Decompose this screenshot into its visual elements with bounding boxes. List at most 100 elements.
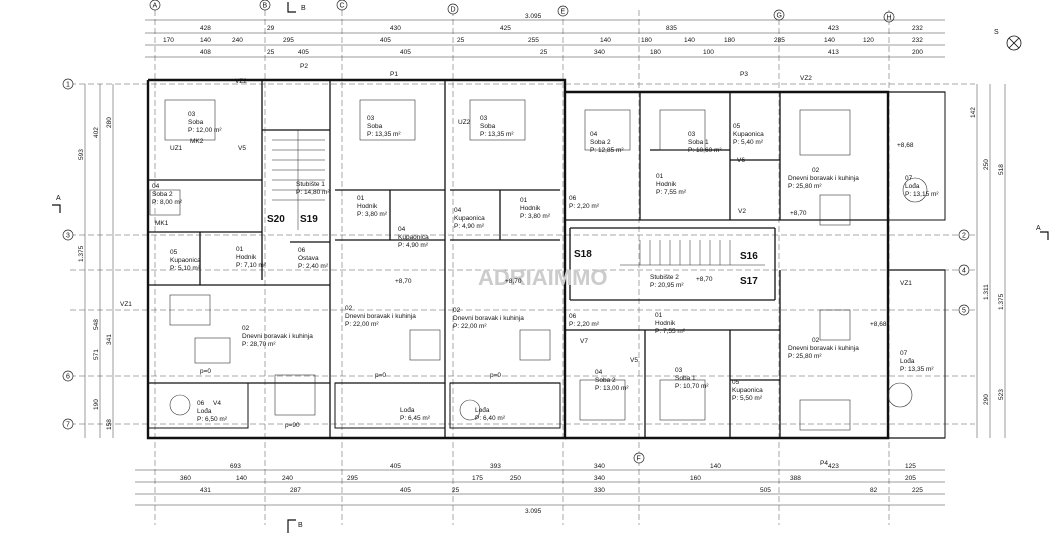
level-c: +8,70 xyxy=(395,278,412,285)
tag-vz2-top: VZ2 xyxy=(235,78,247,85)
stair-label-s17: S17 xyxy=(740,276,758,287)
grid-label-3: 3 xyxy=(66,233,70,240)
room-04-c-name: Kupaonica xyxy=(398,234,429,241)
room-02-d-area: P: 22,00 m² xyxy=(453,323,487,330)
room-01-e-top-name: Hodnik xyxy=(656,181,677,188)
dim-top3-2: 405 xyxy=(298,49,309,56)
stair-1 xyxy=(272,130,325,230)
dim-top3-1: 25 xyxy=(267,49,275,56)
dim-top2-10: 180 xyxy=(724,37,735,44)
level-loda-top: +8,68 xyxy=(897,142,914,149)
level-h-top: +8,70 xyxy=(790,210,807,217)
dim-top3-0: 408 xyxy=(200,49,211,56)
room-loda-c-name: Lođa xyxy=(400,407,415,414)
grid-label-d: D xyxy=(451,7,456,14)
room-04-e-top-area: P: 12,85 m² xyxy=(590,147,624,154)
dim-top1-6: 232 xyxy=(912,25,923,32)
room-02-left-num: 02 xyxy=(242,325,250,332)
grid-label-e: E xyxy=(561,9,566,16)
dimension-lines xyxy=(84,19,1006,506)
stair-label-s20: S20 xyxy=(267,214,285,225)
room-03-e-bot-area: P: 10,70 m² xyxy=(675,383,709,390)
loggias xyxy=(147,91,946,439)
section-marker-b-bottom: B xyxy=(298,522,303,529)
tag-p3-top: P3 xyxy=(740,71,748,78)
dim-top3-8: 413 xyxy=(828,49,839,56)
grid-label-7: 7 xyxy=(66,422,70,429)
room-04-left-area: P: 8,00 m² xyxy=(152,199,183,206)
room-05-e-bot-name: Kupaonica xyxy=(732,387,763,394)
room-05-e-bot-num: 05 xyxy=(732,379,740,386)
tag-v7-right: V6 xyxy=(737,157,745,164)
dim-left-5: 571 xyxy=(93,349,100,360)
dim-left-2: 280 xyxy=(106,117,113,128)
room-02-h-bot-name: Dnevni boravak i kuhinja xyxy=(788,345,859,352)
tag-v4-left: V4 xyxy=(213,400,221,407)
dim-top2-13: 120 xyxy=(863,37,874,44)
dim-top2-6: 255 xyxy=(528,37,539,44)
room-01-e-bot-name: Hodnik xyxy=(655,320,676,327)
room-stubiste2-area: P: 20,95 m² xyxy=(650,282,684,289)
room-stubiste2-name: Stubište 2 xyxy=(650,274,679,281)
dim-bot3-6: 82 xyxy=(870,487,878,494)
room-03-left-name: Soba xyxy=(188,119,204,126)
room-02-h-top-name: Dnevni boravak i kuhinja xyxy=(788,175,859,182)
interior-walls xyxy=(148,80,945,439)
dim-bot3-4: 330 xyxy=(594,487,605,494)
tag-vz2-right: VZ2 xyxy=(800,75,812,82)
dim-top1-4: 835 xyxy=(666,25,677,32)
tag-p2-top: P2 xyxy=(300,63,308,70)
dim-right-6: 142 xyxy=(970,107,977,118)
dim-left-4: 548 xyxy=(93,319,100,330)
room-04-left-num: 04 xyxy=(152,183,160,190)
room-05-left-num: 05 xyxy=(170,249,178,256)
tag-mk1-left: MK1 xyxy=(155,220,169,227)
room-01-left-num: 01 xyxy=(236,246,244,253)
room-02-c-num: 02 xyxy=(345,305,353,312)
dim-top2-7: 140 xyxy=(600,37,611,44)
dim-bot3-0: 431 xyxy=(200,487,211,494)
room-01-e-top-num: 01 xyxy=(656,173,664,180)
room-04-c-area: P: 4,90 m² xyxy=(398,242,429,249)
dim-bot1-2: 393 xyxy=(490,463,501,470)
room-06-left-num: 06 xyxy=(298,247,306,254)
room-06-left-name: Ostava xyxy=(298,255,319,262)
room-02-d-num: 02 xyxy=(453,307,461,314)
room-06-loda-area: P: 6,50 m² xyxy=(197,416,228,423)
room-04-e-bot-name: Soba 2 xyxy=(595,377,616,384)
room-05-left-area: P: 5,10 m² xyxy=(170,265,201,272)
room-02-h-top-area: P: 25,80 m² xyxy=(788,183,822,190)
tag-v5-right: V7 xyxy=(580,338,588,345)
dim-bot1-6: 125 xyxy=(905,463,916,470)
dim-bot2-1: 140 xyxy=(236,475,247,482)
room-06-e-bot-num: 06 xyxy=(569,313,577,320)
stair-label-s16: S16 xyxy=(740,251,758,262)
room-02-left-name: Dnevni boravak i kuhinja xyxy=(242,333,313,340)
dim-top3-5: 340 xyxy=(594,49,605,56)
dim-top2-11: 285 xyxy=(774,37,785,44)
room-04-d-name: Kupaonica xyxy=(454,215,485,222)
room-01-c-num: 01 xyxy=(357,195,365,202)
grid-label-c: C xyxy=(340,3,345,10)
room-02-h-bot-num: 02 xyxy=(812,337,820,344)
room-01-d-num: 01 xyxy=(520,197,528,204)
room-07-h-bot-name: Lođa xyxy=(900,358,915,365)
exterior-walls xyxy=(146,78,890,440)
compass-label: S xyxy=(994,29,999,36)
dim-bot3-5: 505 xyxy=(760,487,771,494)
room-03-left-num: 03 xyxy=(188,111,196,118)
dim-bot3-7: 225 xyxy=(912,487,923,494)
room-04-d-num: 04 xyxy=(454,207,462,214)
room-07-h-top-name: Lođa xyxy=(905,183,920,190)
dim-top2-8: 180 xyxy=(641,37,652,44)
dim-bot3-1: 287 xyxy=(290,487,301,494)
dim-bot2-7: 160 xyxy=(690,475,701,482)
dim-right-0: 518 xyxy=(998,164,1005,175)
room-01-c-name: Hodnik xyxy=(357,203,378,210)
room-06-left-area: P: 2,40 m² xyxy=(298,263,329,270)
dim-bot2-0: 360 xyxy=(180,475,191,482)
dim-left-7: 190 xyxy=(93,399,100,410)
dim-top2-0: 170 xyxy=(163,37,174,44)
room-stubiste1-name: Stubište 1 xyxy=(296,181,325,188)
